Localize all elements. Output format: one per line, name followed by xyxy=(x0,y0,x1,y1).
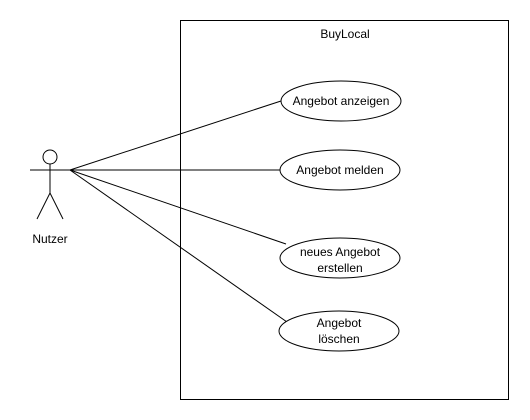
association-line xyxy=(69,169,287,245)
use-case-angebot-anzeigen: Angebot anzeigen xyxy=(280,80,402,122)
use-case-label-line-2: erstellen xyxy=(317,261,362,275)
system-boundary xyxy=(180,20,509,400)
use-case-angebot-melden: Angebot melden xyxy=(279,149,401,191)
use-case-neues-angebot-erstellen: neues Angebot erstellen xyxy=(279,237,401,279)
use-case-ellipse xyxy=(278,310,400,352)
actor-leg-left xyxy=(36,192,51,220)
use-case-label: Angebot anzeigen xyxy=(293,94,390,108)
use-case-ellipse xyxy=(279,237,401,279)
use-case-angebot-loeschen: Angebot löschen xyxy=(278,310,400,352)
use-case-ellipse xyxy=(279,149,401,191)
actor-leg-right xyxy=(49,192,64,220)
association-line xyxy=(69,169,288,323)
actor-label: Nutzer xyxy=(32,232,67,246)
system-title: BuyLocal xyxy=(320,27,369,41)
actor-figure xyxy=(30,149,70,220)
use-case-label: Angebot melden xyxy=(296,163,383,177)
use-case-ellipse xyxy=(280,80,402,122)
use-case-label-line-1: Angebot xyxy=(317,316,362,330)
actor-head xyxy=(42,149,58,165)
use-case-label-line-2: löschen xyxy=(318,332,359,346)
use-case-label-line-1: neues Angebot xyxy=(300,245,381,259)
association-line xyxy=(69,100,282,171)
associations xyxy=(69,100,288,323)
